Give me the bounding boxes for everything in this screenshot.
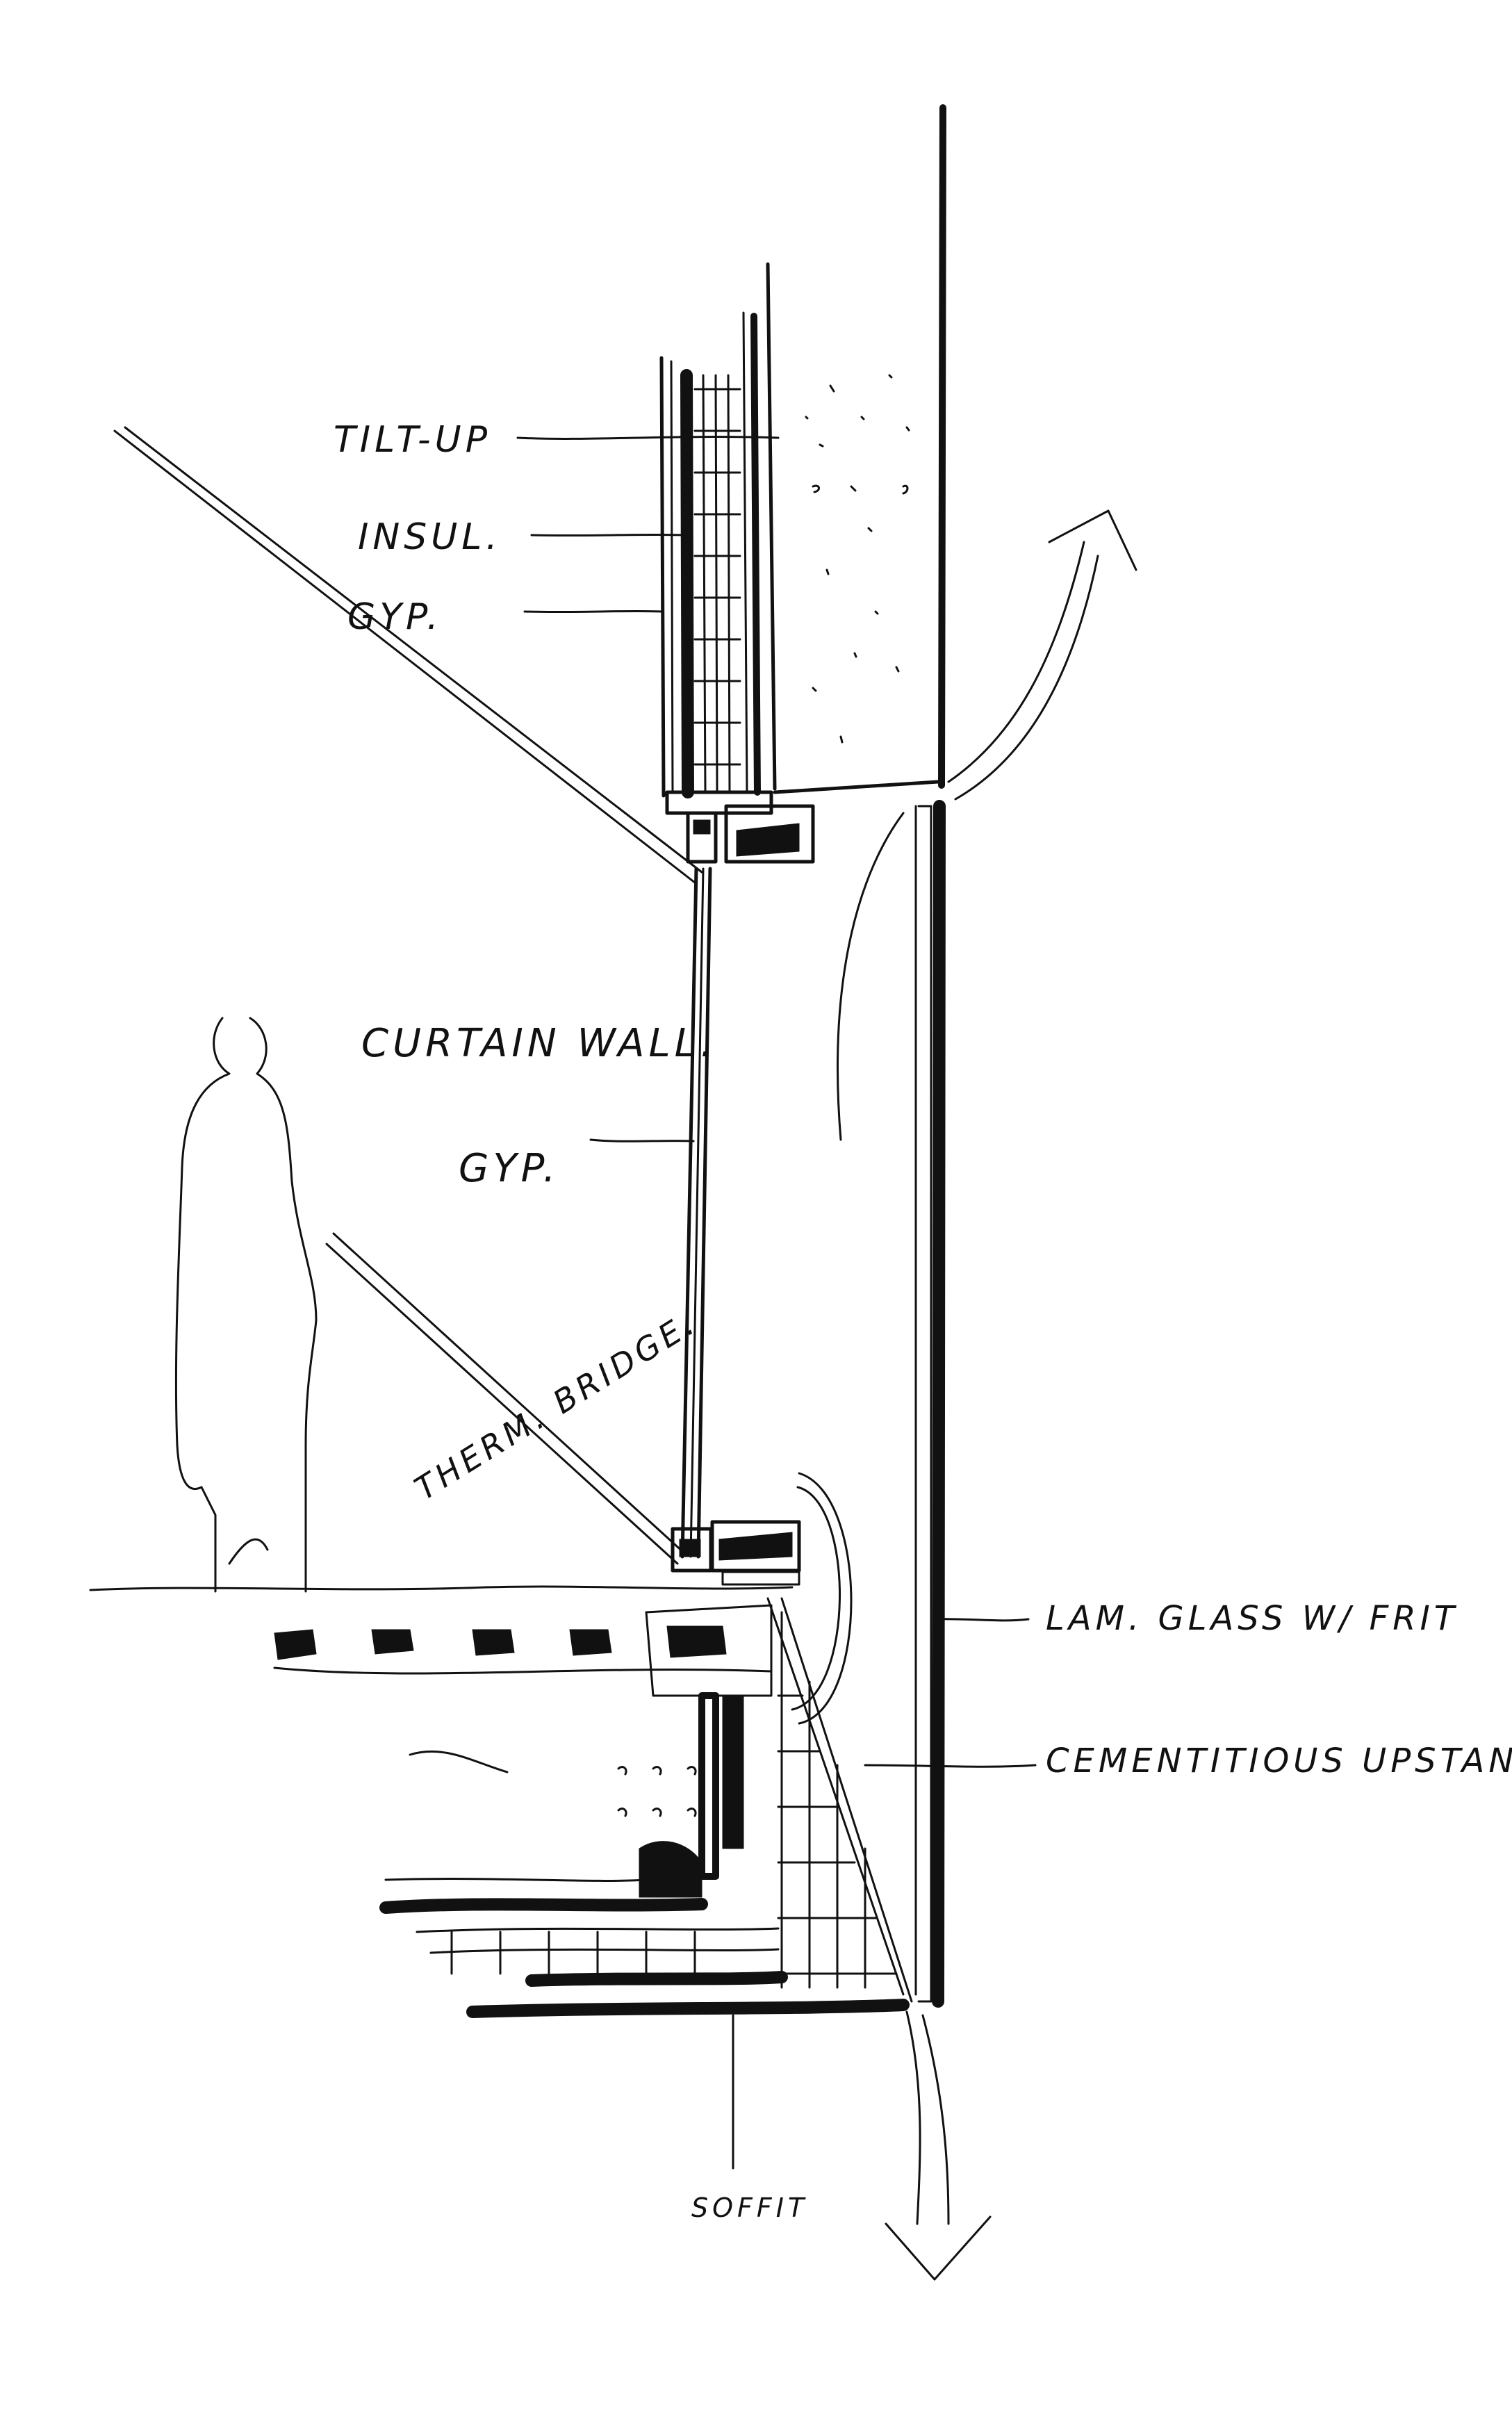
label-gyp-upper: GYP. — [347, 596, 443, 638]
airflow-arrow-down — [837, 812, 992, 2281]
curtain-wall-glazing — [680, 867, 712, 1559]
floor-slab — [273, 1604, 773, 1697]
label-cementitious-upstand: CEMENTITIOUS UPSTAND - — [1046, 1742, 1512, 1780]
upper-wall-layers — [659, 311, 761, 798]
leader-lines — [516, 436, 1037, 1768]
lower-slab — [379, 1841, 910, 2170]
curtain-wall-sill — [671, 1472, 853, 1725]
label-tilt-up: TILT-UP — [334, 419, 491, 461]
label-therm-bridge: THERM. BRIDGE. — [408, 1303, 704, 1507]
label-insul: INSUL. — [358, 516, 502, 558]
label-gyp-lower: GYP. — [459, 1146, 559, 1191]
frit-glass-fin — [914, 104, 946, 2008]
steel-beam — [409, 1597, 913, 2003]
label-curtain-wall: CURTAIN WALL. — [361, 1021, 717, 1066]
label-lam-glass: LAM. GLASS W/ FRIT — [1046, 1599, 1458, 1638]
tilt-up-panel — [766, 262, 940, 794]
airflow-arrow-up — [947, 509, 1137, 801]
floor-line — [89, 1585, 794, 1591]
sun-ray-lines — [113, 426, 703, 1565]
person-silhouette — [174, 1017, 318, 1593]
label-soffit: SOFFIT — [691, 2193, 808, 2223]
curtain-wall-head — [665, 790, 815, 864]
